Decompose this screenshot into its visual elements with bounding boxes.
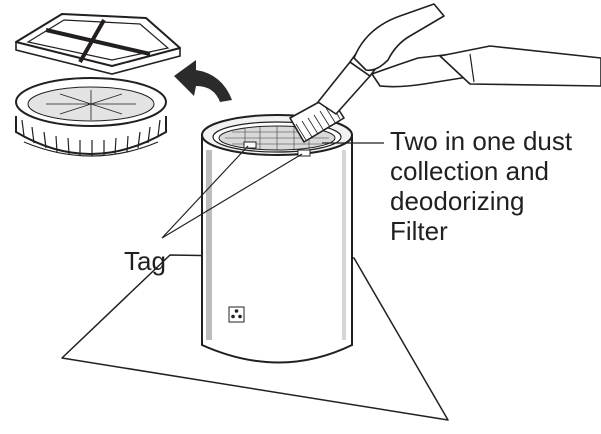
removed-top-grille: [15, 13, 181, 75]
removed-prefilter-basket: [15, 77, 167, 157]
filter-label-line-4: Filter: [390, 216, 448, 246]
tag-leader-line-right: [161, 153, 303, 239]
hands: [353, 3, 601, 88]
filter-label-line-2: collection and: [390, 156, 549, 186]
curved-arrow-icon: [174, 60, 232, 102]
tag-callout-label: Tag: [124, 246, 166, 276]
sharp-cluster-logo-icon: [228, 306, 245, 323]
filter-callout-label: Two in one dust collection and deodorizi…: [390, 126, 572, 246]
air-purifier-body: [201, 114, 353, 364]
filter-tag-left: [243, 141, 257, 149]
filter-label-line-1: Two in one dust: [390, 126, 573, 156]
filter-tag-right: [297, 149, 311, 157]
filter-label-line-3: deodorizing: [390, 186, 525, 216]
tag-leader-line-left: [161, 145, 249, 239]
